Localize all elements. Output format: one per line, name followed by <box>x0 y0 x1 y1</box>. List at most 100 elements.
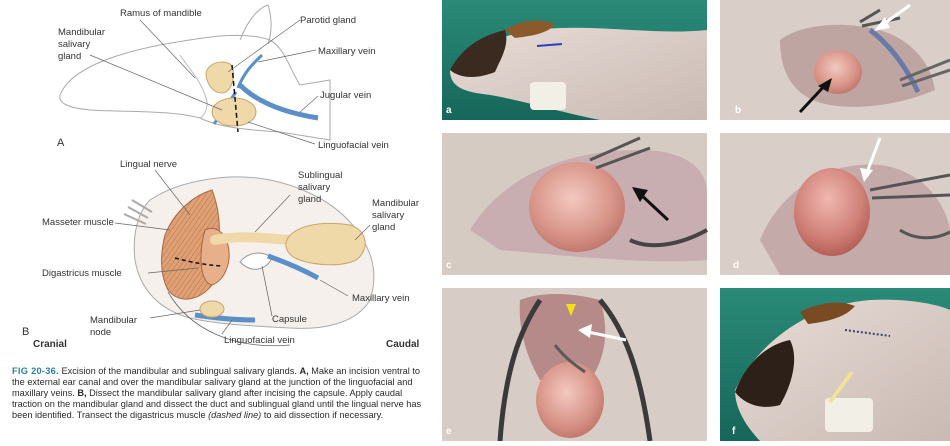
label-mandibular-b-l1: Mandibular <box>372 198 419 209</box>
label-parotid-gland: Parotid gland <box>300 15 356 26</box>
photo-d-retractor <box>899 228 950 240</box>
leader-maxillary-vein-b <box>319 279 349 297</box>
caption-dashed-note: (dashed line) <box>208 410 262 420</box>
jugular-vein-shape <box>238 83 319 121</box>
digastricus-transection-line <box>174 257 223 267</box>
linguofacial-vein-shape-b <box>194 312 256 323</box>
label-jugular-vein: Jugular vein <box>320 90 371 101</box>
photo-b: b <box>720 0 950 120</box>
label-mandibular-b-l2: salivary <box>372 210 404 221</box>
photo-b-vessel <box>868 28 921 94</box>
label-mandibular-node-l2: node <box>90 327 111 338</box>
parotid-gland-shape <box>205 61 234 94</box>
photo-f-letter: f <box>732 426 736 437</box>
mandibular-gland-shape <box>211 97 257 127</box>
label-linguofacial-vein-b: Linguofacial vein <box>224 335 295 346</box>
label-capsule: Capsule <box>272 314 307 325</box>
photo-e-white-arrow-shaft <box>587 330 627 342</box>
photo-a-dog-skin <box>450 27 707 120</box>
leader-maxillary-vein <box>257 49 317 63</box>
photo-e-gland <box>536 362 604 438</box>
photo-e-white-arrow-head <box>578 324 592 338</box>
mandibular-gland-shape-b <box>285 222 366 266</box>
ear-outline <box>239 4 272 45</box>
photo-c-black-arrow-head <box>632 187 648 202</box>
figure-caption: FIG 20-36. Excision of the mandibular an… <box>12 366 432 421</box>
label-digastricus-muscle: Digastricus muscle <box>42 268 122 279</box>
retractor-left <box>123 199 153 225</box>
maxillary-vein-shape <box>236 53 264 89</box>
caption-figure-id: FIG 20-36. <box>12 366 59 376</box>
label-linguofacial-vein: Linguofacial vein <box>318 140 389 151</box>
photo-b-letter: b <box>735 105 741 116</box>
leader-capsule <box>261 265 273 317</box>
photo-e-wound <box>519 294 606 380</box>
photo-b-retractor <box>899 58 950 88</box>
label-caudal: Caudal <box>386 339 420 350</box>
leader-mandibular-gland-b <box>354 224 371 241</box>
photo-e-forceps-left <box>497 298 543 442</box>
photo-a: a <box>442 0 707 120</box>
photo-a-sandbag <box>530 82 566 110</box>
label-cranial: Cranial <box>33 339 67 350</box>
photo-c-forceps-top <box>589 136 651 170</box>
photo-f-dog-head-tan <box>800 302 855 324</box>
photo-d-white-arrow-head <box>860 168 873 182</box>
label-maxillary-vein: Maxillary vein <box>318 46 376 57</box>
leader-jugular-vein <box>299 95 319 113</box>
photo-b-forceps <box>859 8 901 28</box>
label-sublingual-l1: Sublingual <box>298 170 342 181</box>
ramus-of-mandible-shape <box>179 54 208 119</box>
photo-d: d <box>720 133 950 275</box>
leader-digastricus <box>147 267 199 274</box>
caption-text-4: to aid dissection if necessary. <box>263 410 384 420</box>
label-mandibular-gland-l1: Mandibular <box>58 27 105 38</box>
label-masseter-muscle: Masseter muscle <box>42 217 114 228</box>
photo-c-letter: c <box>446 260 452 271</box>
label-mandibular-gland-l2: salivary <box>58 39 90 50</box>
photo-a-incision-mark <box>536 43 563 47</box>
label-ramus-of-mandible: Ramus of mandible <box>120 8 202 19</box>
caption-label-b: B, <box>77 388 87 398</box>
panel-b-letter: B <box>22 326 29 338</box>
leader-mandibular-gland <box>89 54 223 111</box>
photo-a-letter: a <box>446 105 452 116</box>
photo-e-forceps-right <box>598 298 653 442</box>
label-sublingual-l3: gland <box>298 194 321 205</box>
caption-text-3: Dissect the mandibular salivary gland af… <box>12 388 422 420</box>
wound-lower-edge <box>167 291 291 347</box>
photo-e-yellow-arrowhead <box>566 304 576 316</box>
leader-mandibular-node <box>149 309 201 319</box>
leader-masseter <box>114 222 171 231</box>
label-mandibular-node-l1: Mandibular <box>90 315 137 326</box>
label-mandibular-b-l3: gland <box>372 222 395 233</box>
photo-e: e <box>442 288 707 442</box>
photo-f: f <box>720 288 950 441</box>
photo-a-dog-head-tan <box>505 20 555 38</box>
label-mandibular-gland-l3: gland <box>58 51 81 62</box>
panel-a-illustration: Ramus of mandible Mandibular salivary gl… <box>57 4 389 151</box>
label-maxillary-vein-b: Maxillary vein <box>352 293 410 304</box>
panel-a-letter: A <box>57 137 65 149</box>
caption-text-1: Excision of the mandibular and sublingua… <box>61 366 297 376</box>
photo-b-white-arrow-head <box>874 17 890 31</box>
photo-d-letter: d <box>733 260 739 271</box>
photo-f-dog-muzzle-dark <box>735 340 795 407</box>
leader-lingual-nerve <box>154 169 191 216</box>
photo-f-drain <box>828 370 854 404</box>
leader-linguofacial-vein <box>247 121 316 145</box>
incision-dashed-line <box>231 64 239 133</box>
panel-b-illustration: Lingual nerve Sublingual salivary gland … <box>22 159 420 350</box>
photo-e-needle-holder <box>553 344 586 374</box>
caption-label-a: A, <box>299 366 309 376</box>
photo-d-gland <box>794 168 870 256</box>
label-sublingual-l2: salivary <box>298 182 330 193</box>
photo-a-dog-muzzle-dark <box>450 30 507 77</box>
maxillary-vein-shape-b <box>267 253 320 281</box>
photo-e-letter: e <box>446 426 452 437</box>
photo-f-dog-skin <box>735 299 950 441</box>
leader-sublingual-gland <box>254 194 291 233</box>
photo-f-sandbag <box>825 398 873 432</box>
